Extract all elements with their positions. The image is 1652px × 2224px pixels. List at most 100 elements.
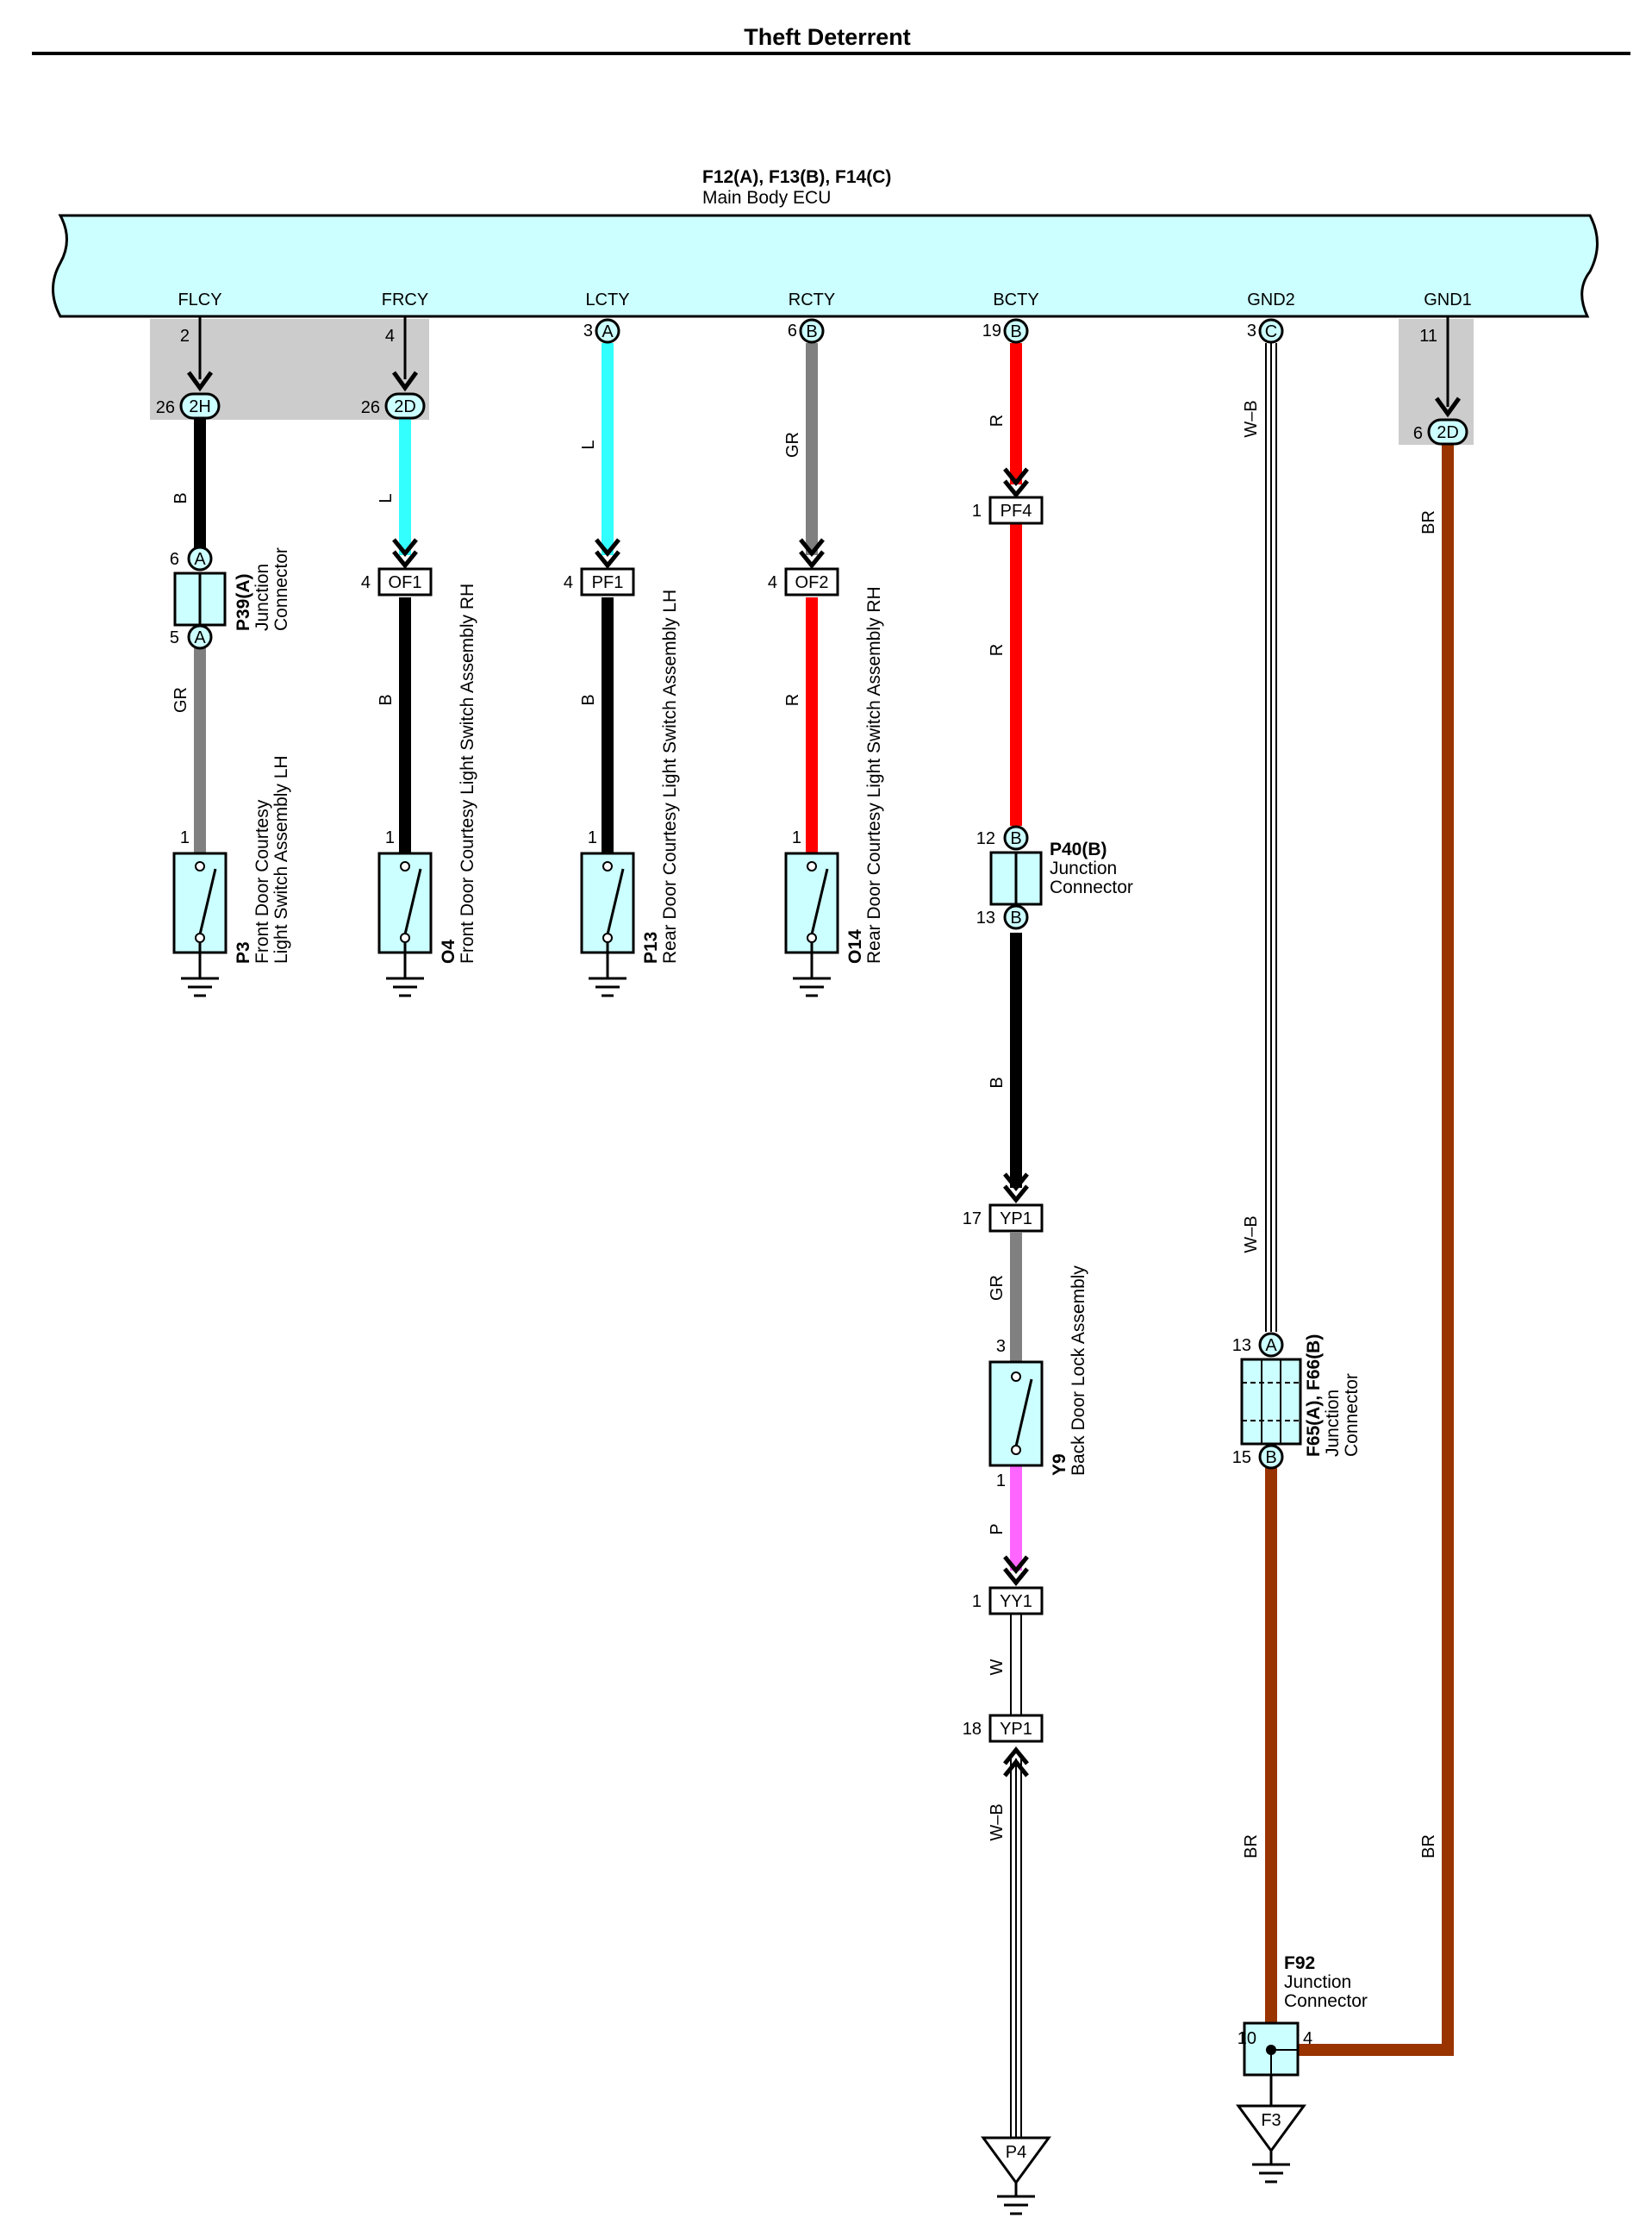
wire-label-rcty-gr: GR (783, 432, 802, 458)
jc-oval-gnd1: 2D (1427, 418, 1468, 446)
p3-line1: Front Door Courtesy (252, 799, 272, 964)
pin-pf1: 4 (564, 573, 573, 592)
pin-frcy-ecu: 4 (385, 327, 395, 346)
pin-f65-top: 13 (1232, 1336, 1251, 1355)
wire-label-rcty-r: R (783, 694, 802, 706)
pin-p40-bottom: 13 (976, 909, 995, 928)
ecu-conn-gnd2: C (1258, 318, 1284, 344)
wire-label-frcy-l: L (377, 493, 396, 503)
ground-icon (793, 953, 831, 997)
p40-code: P40(B) (1050, 840, 1107, 859)
svg-text:B: B (1010, 322, 1021, 341)
arrow-pf1 (595, 538, 620, 569)
wire-label-bcty-r1: R (988, 415, 1007, 427)
svg-text:B: B (806, 322, 817, 341)
f65-line1: Junction (1323, 1390, 1343, 1457)
main-body-ecu (52, 214, 1599, 318)
arrow-pf4 (1003, 467, 1029, 498)
svg-text:PF4: PF4 (1001, 502, 1032, 521)
jc-oval-flcy: 2H (179, 392, 221, 420)
connector-pf4: PF4 (988, 496, 1044, 525)
pin-frcy-jc: 26 (361, 398, 380, 417)
f92-code: F92 (1284, 1953, 1315, 1973)
svg-text:YY1: YY1 (1000, 1592, 1032, 1611)
pin-f92-left: 10 (1237, 2029, 1256, 2048)
svg-text:F3: F3 (1261, 2111, 1281, 2130)
ecu-terminal-lcty: LCTY (585, 290, 629, 309)
f92-line1: Junction (1284, 1972, 1351, 1992)
svg-text:PF1: PF1 (592, 573, 624, 592)
wire-label-gnd1-br1: BR (1419, 510, 1438, 534)
pin-o4: 1 (385, 828, 395, 847)
pin-flcy-ecu: 2 (180, 327, 190, 346)
pin-of2: 4 (768, 573, 777, 592)
pin-f92-right: 4 (1303, 2029, 1312, 2048)
pin-gnd2-ecu: 3 (1247, 322, 1256, 340)
ecu-code: F12(A), F13(B), F14(C) (702, 167, 891, 187)
wire-label-gnd2-wb2: W–B (1242, 1215, 1261, 1253)
pin-yp1-top: 17 (963, 1209, 982, 1228)
p13-name: Rear Door Courtesy Light Switch Assembly… (660, 590, 680, 964)
arrow-yp1a (1003, 1172, 1029, 1203)
svg-text:P4: P4 (1006, 2143, 1026, 2162)
f92-line2: Connector (1284, 1991, 1368, 2011)
ground-icon (181, 953, 219, 997)
wire-label-bcty-p: P (988, 1523, 1007, 1534)
wire-gnd1-br (1298, 445, 1454, 2056)
wire-label-flcy-b: B (171, 492, 190, 503)
page-title: Theft Deterrent (744, 24, 911, 50)
o4-code: O4 (439, 940, 458, 964)
ecu-name: Main Body ECU (702, 188, 831, 208)
pin-of1: 4 (361, 573, 371, 592)
wire-label-gnd2-br: BR (1242, 1834, 1261, 1859)
pin-o14: 1 (792, 828, 801, 847)
y9-code: Y9 (1050, 1453, 1069, 1476)
ground-point-f3: F3 (1236, 2104, 1306, 2183)
switch-o14 (784, 852, 839, 954)
ground-icon (386, 953, 424, 997)
switch-o4 (377, 852, 433, 954)
pin-p40-top: 12 (976, 829, 995, 848)
pin-p13: 1 (588, 828, 597, 847)
p39-line1: Junction (252, 564, 272, 631)
o14-code: O14 (845, 929, 865, 964)
pin-pf4: 1 (972, 502, 982, 521)
pin-p39-bottom: 5 (170, 628, 179, 647)
ecu-terminal-bcty: BCTY (993, 290, 1038, 309)
svg-text:2D: 2D (1437, 423, 1459, 442)
jc-oval-frcy: 2D (384, 392, 426, 420)
pin-f65-bottom: 15 (1232, 1448, 1251, 1467)
y9-name: Back Door Lock Assembly (1069, 1265, 1088, 1476)
ecu-terminal-gnd2: GND2 (1247, 290, 1295, 309)
ecu-terminal-rcty: RCTY (789, 290, 835, 309)
arrow-frcy (391, 371, 419, 392)
svg-text:C: C (1265, 322, 1277, 341)
wire-label-frcy-b: B (377, 694, 396, 705)
wire-label-bcty-r2: R (988, 644, 1007, 656)
svg-text:A: A (194, 550, 206, 569)
connector-yy1: YY1 (988, 1586, 1044, 1615)
p3-code: P3 (234, 941, 253, 964)
pin-gnd1-jc: 6 (1413, 424, 1423, 443)
svg-text:2D: 2D (394, 397, 416, 416)
p3-line2: Light Switch Assembly LH (271, 755, 291, 964)
connector-of1: OF1 (377, 567, 433, 597)
switch-p13 (580, 852, 635, 954)
svg-text:B: B (1010, 829, 1021, 848)
wire-label-bcty-b: B (988, 1077, 1007, 1088)
ecu-conn-bcty: B (1003, 318, 1029, 344)
svg-text:YP1: YP1 (1000, 1209, 1032, 1228)
svg-text:A: A (602, 322, 614, 341)
p39-code: P39(A) (234, 573, 253, 631)
wire-label-gnd1-br2: BR (1419, 1834, 1438, 1859)
svg-text:2H: 2H (189, 397, 211, 416)
wire-label-bcty-gr: GR (988, 1275, 1007, 1301)
junction-connector-f65-f66: A B (1240, 1332, 1302, 1470)
pin-bcty-ecu: 19 (982, 322, 1001, 340)
switch-y9 (988, 1360, 1044, 1467)
o4-name: Front Door Courtesy Light Switch Assembl… (458, 584, 477, 964)
pin-p3: 1 (180, 828, 190, 847)
wire-label-bcty-wb: W–B (988, 1803, 1007, 1840)
ecu-terminal-flcy: FLCY (178, 290, 221, 309)
arrow-yp1b (1003, 1746, 1029, 1777)
